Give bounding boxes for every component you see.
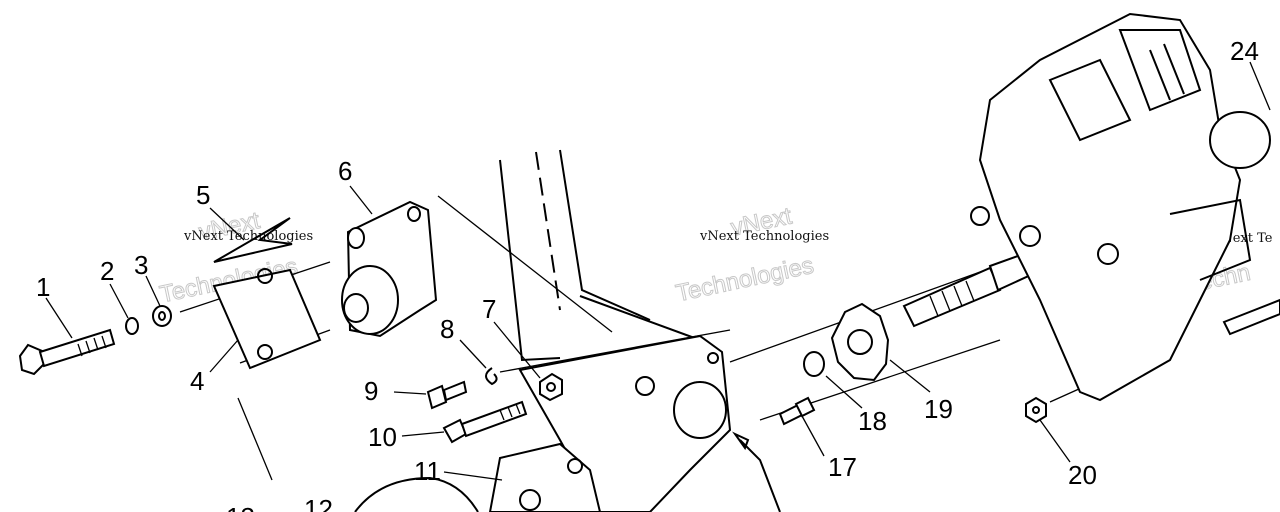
callout-10: 10 — [368, 422, 397, 452]
plate-4 — [212, 268, 322, 370]
callout-7: 7 — [482, 294, 496, 324]
mounting-bracket — [518, 334, 781, 512]
svg-text:vNext Technologies: vNext Technologies — [699, 229, 829, 244]
callout-5: 5 — [196, 180, 210, 210]
bolt-1 — [18, 328, 116, 376]
callout-1: 1 — [36, 272, 50, 302]
watermark-center: vNext vNext Technologies Technologies — [673, 202, 829, 308]
callout-18: 18 — [858, 406, 887, 436]
flat-washer-3 — [152, 305, 172, 327]
callout-6: 6 — [338, 156, 352, 186]
callout-3: 3 — [134, 250, 148, 280]
callout-8: 8 — [440, 314, 454, 344]
drive-gear-partial — [354, 476, 479, 512]
nut-7 — [539, 372, 563, 402]
callout-4: 4 — [190, 366, 204, 396]
callout-19: 19 — [924, 394, 953, 424]
callout-20: 20 — [1068, 460, 1097, 490]
nut-20 — [1025, 396, 1047, 424]
callout-13: 13 — [226, 502, 255, 512]
callout-24: 24 — [1230, 36, 1259, 66]
callout-labels: 1 2 3 4 5 6 7 8 9 10 11 12 13 17 18 19 2… — [36, 36, 1259, 512]
callout-11: 11 — [414, 456, 441, 486]
gearbox-housing — [970, 12, 1280, 402]
callout-17: 17 — [828, 452, 857, 482]
lock-washer-2 — [125, 317, 139, 335]
lower-plate — [488, 442, 602, 512]
callout-2: 2 — [100, 256, 114, 286]
washer-18 — [803, 351, 825, 377]
bolt-9 — [426, 380, 468, 410]
callout-9: 9 — [364, 376, 378, 406]
frame-rails — [499, 149, 701, 362]
sprocket-19 — [830, 302, 890, 382]
gasket-5 — [213, 217, 293, 263]
screw-17 — [778, 396, 816, 426]
svg-text:vNext Technologies: vNext Technologies — [183, 229, 313, 244]
motor-6 — [341, 200, 438, 338]
svg-text:Technologies: Technologies — [673, 252, 816, 308]
callout-12: 12 — [304, 494, 333, 512]
bolt-10 — [442, 400, 528, 444]
clip-8 — [485, 367, 498, 386]
leader-lines — [45, 61, 1271, 481]
